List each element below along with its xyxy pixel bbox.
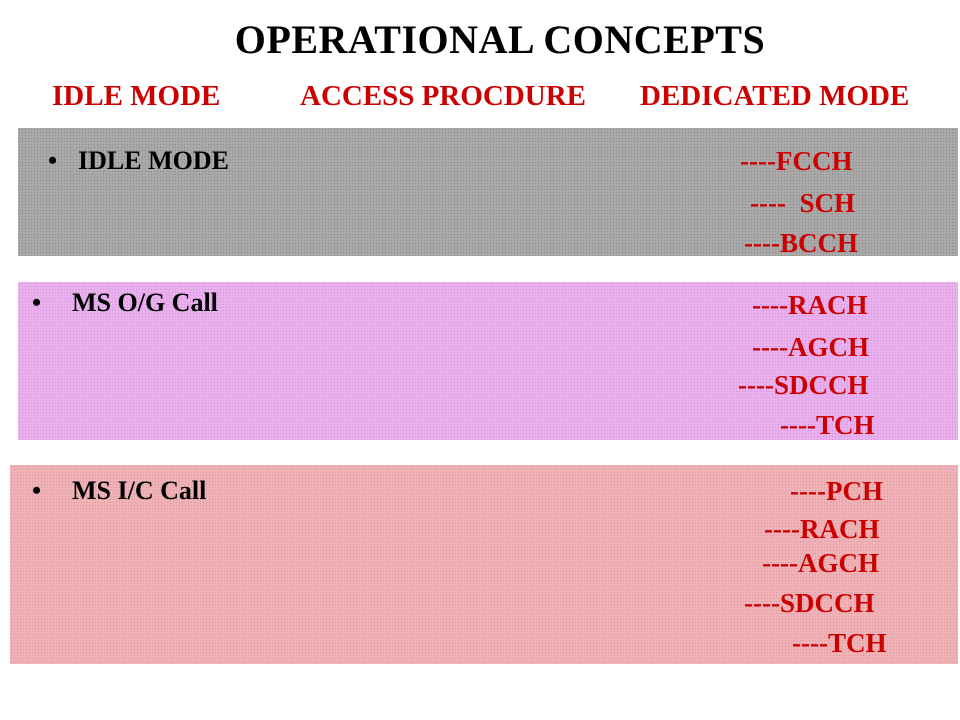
ic-call-label: MS I/C Call [72,476,207,505]
slide-title: OPERATIONAL CONCEPTS [234,17,766,62]
bullet-icon: • [48,146,58,175]
bullet-icon: • [32,288,42,317]
channel-rach: ----RACH [764,514,880,544]
channel-tch: ----TCH [792,628,887,658]
channel-bcch: ----BCCH [744,228,858,258]
channel-fcch: ----FCCH [740,146,853,176]
channel-rach: ----RACH [752,290,868,320]
header-idle-mode: IDLE MODE [52,80,221,112]
bullet-icon: • [32,476,42,505]
header-dedicated-mode: DEDICATED MODE [640,80,910,112]
channel-sdcch: ----SDCCH [744,588,875,618]
channel-agch: ----AGCH [752,332,869,362]
header-access-procedure: ACCESS PROCDURE [300,80,587,112]
channel-sdcch: ----SDCCH [738,370,869,400]
channel-sch: ---- SCH [750,188,855,218]
ic-call-panel [10,465,958,664]
idle-mode-panel [18,128,958,256]
channel-tch: ----TCH [780,410,875,440]
idle-mode-bullet: • IDLE MODE [48,146,229,176]
og-call-label: MS O/G Call [72,288,218,317]
ic-call-bullet: • MS I/C Call [32,476,206,506]
og-call-panel [18,282,958,440]
og-call-bullet: • MS O/G Call [32,288,218,318]
channel-agch: ----AGCH [762,548,879,578]
channel-pch: ----PCH [790,476,883,506]
idle-mode-label: IDLE MODE [78,146,229,175]
